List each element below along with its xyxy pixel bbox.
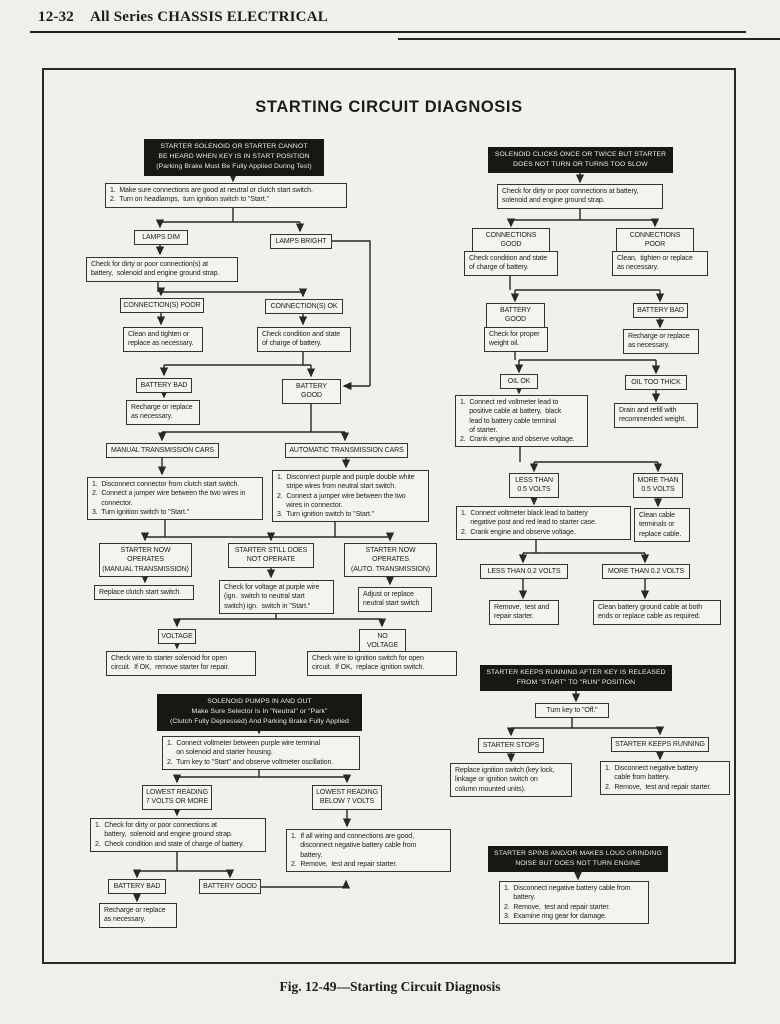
action-recharge-right: Recharge or replace as necessary. <box>623 329 699 354</box>
header-rule-secondary <box>398 38 780 40</box>
label-lowest-below-7: LOWEST READING BELOW 7 VOLTS <box>312 785 382 810</box>
action-remove-test-repair: Remove, test and repair starter. <box>489 600 559 625</box>
action-voltmeter-oscillation: 1. Connect voltmeter between purple wire… <box>162 736 360 770</box>
label-connections-ok: CONNECTION(S) OK <box>265 299 343 315</box>
start-box-solenoid-pumps: SOLENOID PUMPS IN AND OUT Make Sure Sele… <box>157 694 362 731</box>
action-clean-tighten: Clean and tighten or replace as necessar… <box>123 327 203 352</box>
start-box-starter-spins: STARTER SPINS AND/OR MAKES LOUD GRINDING… <box>488 846 668 873</box>
action-black-voltmeter-lead: 1. Connect voltmeter black lead to batte… <box>456 506 631 540</box>
label-battery-bad: BATTERY BAD <box>136 378 192 394</box>
figure-title: STARTING CIRCUIT DIAGNOSIS <box>255 98 523 116</box>
label-lamps-bright: LAMPS BRIGHT <box>270 234 332 250</box>
label-starter-operates-auto: STARTER NOW OPERATES (AUTO. TRANSMISSION… <box>344 543 437 577</box>
figure-caption: Fig. 12-49—Starting Circuit Diagnosis <box>279 979 501 994</box>
action-check-solenoid-wire: Check wire to starter solenoid for open … <box>106 651 256 676</box>
action-check-dirty-connections: Check for dirty or poor connection(s) at… <box>86 257 238 282</box>
start-box-solenoid-clicks: SOLENOID CLICKS ONCE OR TWICE BUT STARTE… <box>488 147 673 174</box>
action-replace-ignition-switch: Replace ignition switch (key lock, linka… <box>450 763 572 797</box>
label-battery-bad-pump: BATTERY BAD <box>108 879 166 895</box>
action-recharge-replace-pump: Recharge or replace as necessary. <box>99 903 177 928</box>
action-check-battery-right: Check condition and state of charge of b… <box>464 251 558 276</box>
label-less-than-half-volt: LESS THAN 0.5 VOLTS <box>509 473 559 498</box>
action-check-connections-right: Check for dirty or poor connections at b… <box>497 184 663 209</box>
label-more-than-half-volt: MORE THAN 0.5 VOLTS <box>633 473 683 498</box>
action-check-connections-charge: 1. Check for dirty or poor connections a… <box>90 818 266 852</box>
label-voltage: VOLTAGE <box>158 629 196 645</box>
header-rule <box>30 31 746 33</box>
label-battery-good: BATTERY GOOD <box>282 379 341 404</box>
label-connections-good-right: CONNECTIONS GOOD <box>472 228 550 253</box>
figure-frame: STARTING CIRCUIT DIAGNOSIS <box>42 68 736 964</box>
action-check-neutral-clutch: 1. Make sure connections are good at neu… <box>105 183 347 208</box>
start-box-starter-not-heard: STARTER SOLENOID OR STARTER CANNOT BE HE… <box>144 139 324 176</box>
action-turn-key-off: Turn key to "Off." <box>535 703 609 719</box>
label-connections-poor: CONNECTION(S) POOR <box>120 298 204 314</box>
label-battery-bad-right: BATTERY BAD <box>633 303 688 319</box>
label-battery-good-right: BATTERY GOOD <box>486 303 545 328</box>
label-lamps-dim: LAMPS DIM <box>134 230 188 246</box>
action-clean-ground-cable: Clean battery ground cable at both ends … <box>593 600 721 625</box>
action-check-weight-oil: Check for proper weight oil. <box>484 327 548 352</box>
label-connections-poor-right: CONNECTIONS POOR <box>616 228 694 253</box>
label-automatic-transmission: AUTOMATIC TRANSMISSION CARS <box>285 443 408 459</box>
label-no-voltage: NO VOLTAGE <box>359 629 406 654</box>
action-red-voltmeter-lead: 1. Connect red voltmeter lead to positiv… <box>455 395 588 448</box>
action-check-purple-wire-voltage: Check for voltage at purple wire (ign. s… <box>219 580 334 614</box>
action-drain-refill: Drain and refill with recommended weight… <box>614 403 698 428</box>
action-check-battery-charge: Check condition and state of charge of b… <box>257 327 351 352</box>
action-check-ignition-wire: Check wire to ignition switch for open c… <box>307 651 457 676</box>
label-oil-too-thick: OIL TOO THICK <box>625 375 687 391</box>
action-clean-cable-terminals: Clean cable terminals or replace cable. <box>634 508 690 542</box>
action-replace-clutch-switch: Replace clutch start switch. <box>94 585 194 601</box>
action-manual-jumper-steps: 1. Disconnect connector from clutch star… <box>87 477 263 521</box>
action-adjust-neutral-switch: Adjust or replace neutral start switch <box>358 587 432 612</box>
action-recharge-replace: Recharge or replace as necessary. <box>126 400 200 425</box>
label-manual-transmission: MANUAL TRANSMISSION CARS <box>106 443 219 459</box>
label-starter-operates-manual: STARTER NOW OPERATES (MANUAL TRANSMISSIO… <box>99 543 192 577</box>
label-starter-still-not-operate: STARTER STILL DOES NOT OPERATE <box>228 543 314 568</box>
page-number: 12-32 <box>38 9 74 25</box>
label-less-than-point2: LESS THAN 0.2 VOLTS <box>480 564 568 580</box>
label-starter-keeps-running: STARTER KEEPS RUNNING <box>611 737 709 753</box>
label-oil-ok: OIL OK <box>500 374 538 390</box>
action-disconnect-repair-starter: 1. If all wiring and connections are goo… <box>286 829 451 873</box>
action-auto-jumper-steps: 1. Disconnect purple and purple double w… <box>272 470 429 523</box>
label-more-than-point2: MORE THAN 0.2 VOLTS <box>602 564 690 580</box>
label-lowest-7-or-more: LOWEST READING 7 VOLTS OR MORE <box>142 785 212 810</box>
label-starter-stops: STARTER STOPS <box>478 738 544 754</box>
start-box-starter-keeps-running: STARTER KEEPS RUNNING AFTER KEY IS RELEA… <box>480 665 672 692</box>
page-header: 12-32 All Series CHASSIS ELECTRICAL <box>38 9 328 26</box>
action-clean-tighten-right: Clean, tighten or replace as necessary. <box>612 251 708 276</box>
action-disconnect-battery-repair: 1. Disconnect negative battery cable fro… <box>600 761 730 795</box>
action-examine-ring-gear: 1. Disconnect negative battery cable fro… <box>499 881 649 925</box>
chapter-title: All Series CHASSIS ELECTRICAL <box>90 9 328 25</box>
label-battery-good-pump: BATTERY GOOD <box>199 879 261 895</box>
